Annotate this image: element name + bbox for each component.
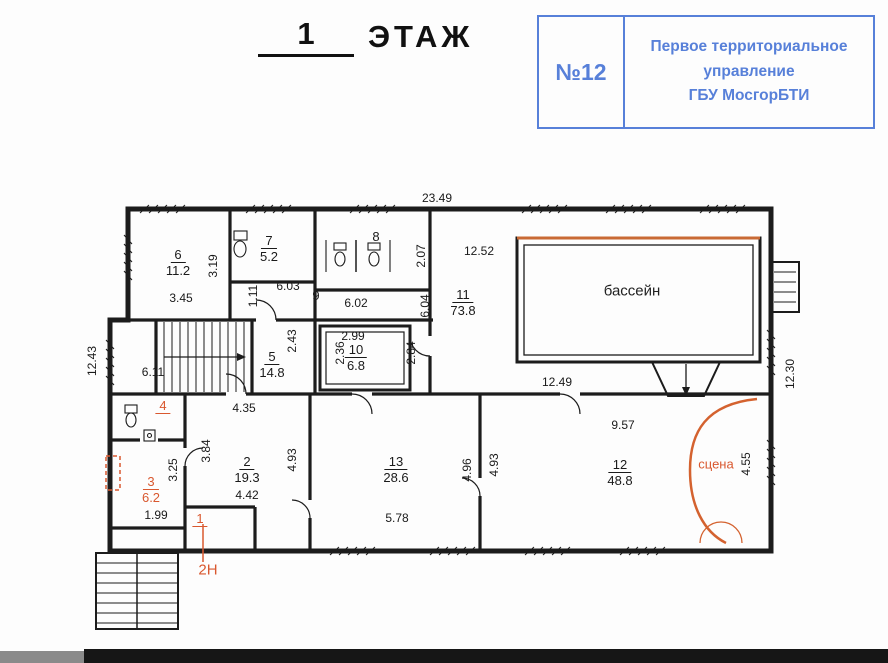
room-10-walls <box>318 324 412 392</box>
stamp-org-line2: управление <box>703 62 795 80</box>
pool-steps <box>651 361 721 397</box>
stage-arc <box>688 397 758 545</box>
stamp-org-line1: Первое территориальное <box>650 37 848 55</box>
pool <box>515 236 762 364</box>
scan-strip <box>84 649 888 663</box>
wc-stalls-icon <box>325 240 391 272</box>
window-hatches <box>105 204 776 556</box>
door-openings <box>140 317 580 518</box>
toilet-icon <box>233 230 248 258</box>
toilet-icon <box>124 404 156 442</box>
red-dashed-door <box>105 455 121 491</box>
interior-staircase <box>163 322 246 392</box>
stamp-organization: Первое территориальное управление ГБУ Мо… <box>625 17 873 127</box>
scan-strip-left <box>0 651 84 663</box>
outer-walls <box>107 206 774 554</box>
floor-word: ЭТАЖ <box>368 19 474 54</box>
stamp-number: №12 <box>539 17 625 127</box>
page-title: 1 ЭТАЖ <box>258 16 473 57</box>
bti-stamp: №12 Первое территориальное управление ГБ… <box>537 15 875 129</box>
exterior-staircase <box>95 552 179 630</box>
stamp-org-line3: ГБУ МосгорБТИ <box>688 87 810 105</box>
right-exterior-stair <box>770 261 800 313</box>
floor-number: 1 <box>258 16 354 57</box>
interior-walls <box>110 209 771 551</box>
